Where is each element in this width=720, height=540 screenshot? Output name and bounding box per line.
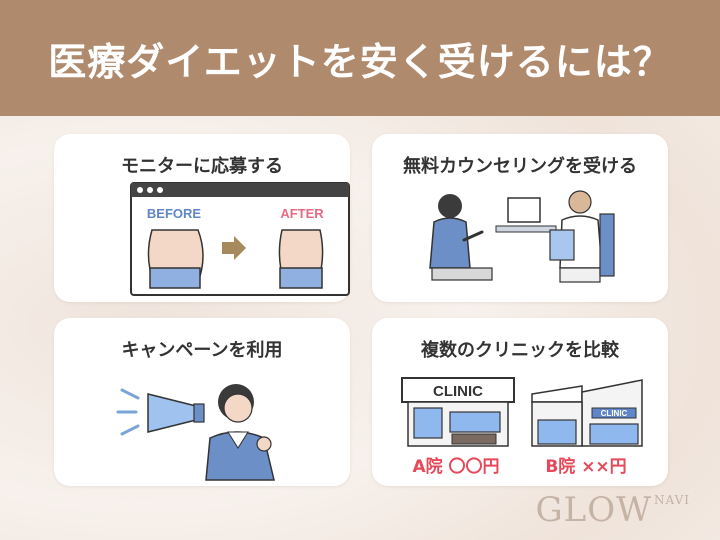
before-after-illustration: BEFORE AFTER <box>130 182 350 296</box>
after-label: AFTER <box>280 206 324 221</box>
card-title: 複数のクリニックを比較 <box>421 340 619 361</box>
megaphone-person-illustration <box>116 384 275 481</box>
logo-sup: NAVI <box>654 493 690 507</box>
glownavi-logo: GLOW NAVI <box>535 490 690 530</box>
card-title: モニターに応募する <box>121 156 283 177</box>
logo-main: GLOW <box>535 490 653 530</box>
header-banner: 医療ダイエットを安く受けるには？ <box>0 0 720 116</box>
clinics-illustration: CLINIC A院 〇〇円 CLINIC B院 ××円 <box>401 377 643 477</box>
before-label: BEFORE <box>147 206 202 221</box>
counseling-illustration <box>429 190 615 283</box>
card-counseling: 無料カウンセリングを受ける <box>372 134 668 302</box>
clinic-sign-b: CLINIC <box>601 409 628 418</box>
price-a: A院 〇〇円 <box>412 456 499 477</box>
clinic-sign-a: CLINIC <box>433 383 483 400</box>
page-title: 医療ダイエットを安く受けるには？ <box>48 39 672 84</box>
card-monitor: モニターに応募する BEFORE AFTER <box>54 134 350 302</box>
card-campaign: キャンペーンを利用 <box>54 318 350 486</box>
price-b: B院 ××円 <box>545 456 626 477</box>
card-title: 無料カウンセリングを受ける <box>403 156 637 177</box>
card-title: キャンペーンを利用 <box>121 340 283 361</box>
card-compare: 複数のクリニックを比較 CLINIC A院 〇〇円 CLINIC B院 ××円 <box>372 318 668 486</box>
